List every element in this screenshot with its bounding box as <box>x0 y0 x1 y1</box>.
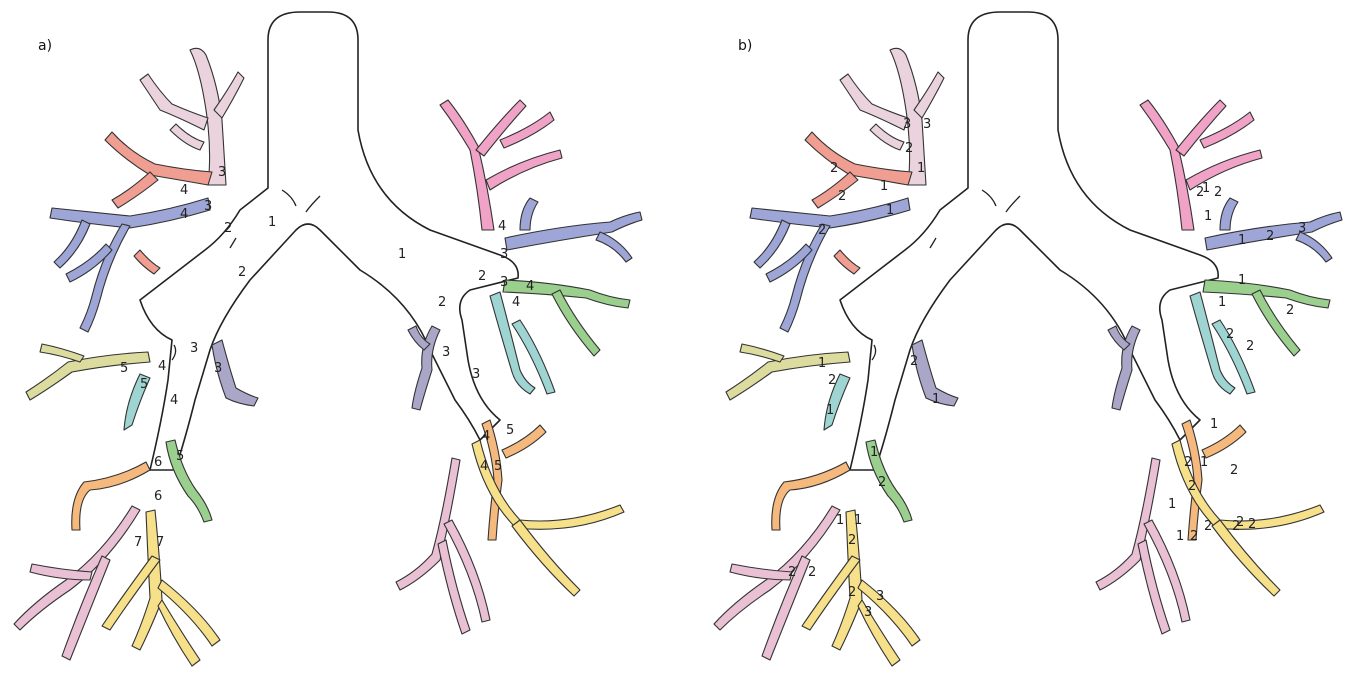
segment-number-label: 3 <box>190 341 198 356</box>
segment-number-label: 1 <box>1238 233 1246 248</box>
segment-number-label: 6 <box>154 489 162 504</box>
segment-number-label: 2 <box>905 141 913 156</box>
segment-number-label: 2 <box>878 475 886 490</box>
segment-number-label: 3 <box>864 605 872 620</box>
segment-number-label: 2 <box>1190 529 1198 544</box>
segment-number-label: 2 <box>808 565 816 580</box>
panel-b-label: b) <box>738 38 752 54</box>
segment-number-label: 5 <box>176 449 184 464</box>
segment-number-label: 2 <box>1248 517 1256 532</box>
segment-number-label: 5 <box>494 459 502 474</box>
segment-number-label: 2 <box>224 221 232 236</box>
segment-number-label: 6 <box>154 455 162 470</box>
segment-number-label: 1 <box>1210 417 1218 432</box>
segment-number-label: 2 <box>1214 185 1222 200</box>
segment-number-label: 2 <box>438 295 446 310</box>
segment-number-label: 1 <box>268 215 276 230</box>
segment-number-label: 3 <box>903 117 911 132</box>
segment-number-label: 4 <box>482 429 490 444</box>
segment-number-label: 2 <box>818 223 826 238</box>
segment-number-label: 1 <box>1238 273 1246 288</box>
segment-number-label: 1 <box>1218 295 1226 310</box>
segment-number-label: 4 <box>180 183 188 198</box>
segment-number-label: 2 <box>1184 455 1192 470</box>
segment-number-label: 2 <box>910 354 918 369</box>
segment-number-label: 2 <box>1266 229 1274 244</box>
segment-number-label: 1 <box>880 179 888 194</box>
segment-number-label: 2 <box>1286 303 1294 318</box>
segment-number-label: 1 <box>854 513 862 528</box>
segment-number-label: 4 <box>526 279 534 294</box>
segment-number-label: 1 <box>932 392 940 407</box>
segment-number-label: 2 <box>1230 463 1238 478</box>
segment-number-label: 1 <box>1176 529 1184 544</box>
segment-number-label: 2 <box>838 189 846 204</box>
segment-number-label: 5 <box>140 377 148 392</box>
segment-number-label: 2 <box>1188 479 1196 494</box>
segment-number-label: 2 <box>830 161 838 176</box>
segment-number-label: 1 <box>1168 497 1176 512</box>
segment-number-label: 4 <box>512 295 520 310</box>
segment-number-label: 1 <box>826 403 834 418</box>
segment-number-label: 2 <box>1204 519 1212 534</box>
segment-number-label: 1 <box>886 203 894 218</box>
segment-number-label: 3 <box>214 361 222 376</box>
segment-number-label: 2 <box>238 265 246 280</box>
segment-number-label: 3 <box>204 199 212 214</box>
panel-a-label: a) <box>38 38 52 54</box>
segment-number-label: 1 <box>917 161 925 176</box>
segment-number-label: 3 <box>500 247 508 262</box>
segment-number-label: 2 <box>828 373 836 388</box>
segment-number-label: 1 <box>836 513 844 528</box>
segment-number-label: 3 <box>1298 221 1306 236</box>
segment-number-label: 3 <box>218 165 226 180</box>
segment-number-label: 2 <box>848 533 856 548</box>
segment-number-label: 4 <box>180 207 188 222</box>
segment-number-label: 3 <box>500 275 508 290</box>
segment-number-label: 3 <box>876 589 884 604</box>
segment-number-label: 4 <box>498 219 506 234</box>
segment-number-label: 3 <box>442 345 450 360</box>
segment-number-label: 1 <box>398 247 406 262</box>
segment-number-label: 2 <box>848 585 856 600</box>
segment-number-label: 1 <box>818 356 826 371</box>
segment-number-label: 4 <box>158 359 166 374</box>
segment-number-label: 3 <box>472 367 480 382</box>
segment-number-label: 2 <box>1236 515 1244 530</box>
segment-number-label: 2 <box>1196 185 1204 200</box>
segment-number-label: 1 <box>1200 455 1208 470</box>
segment-number-label: 1 <box>870 445 878 460</box>
segment-number-label: 7 <box>156 535 164 550</box>
segment-number-label: 2 <box>788 565 796 580</box>
segment-number-label: 2 <box>1226 327 1234 342</box>
segment-number-label: 4 <box>170 393 178 408</box>
segment-number-label: 2 <box>1246 339 1254 354</box>
segment-number-label: 3 <box>923 117 931 132</box>
segment-number-label: 7 <box>134 535 142 550</box>
segment-number-label: 4 <box>480 459 488 474</box>
segment-number-label: 2 <box>478 269 486 284</box>
segment-number-label: 5 <box>506 423 514 438</box>
segment-number-label: 5 <box>120 361 128 376</box>
segment-number-label: 1 <box>1204 209 1212 224</box>
